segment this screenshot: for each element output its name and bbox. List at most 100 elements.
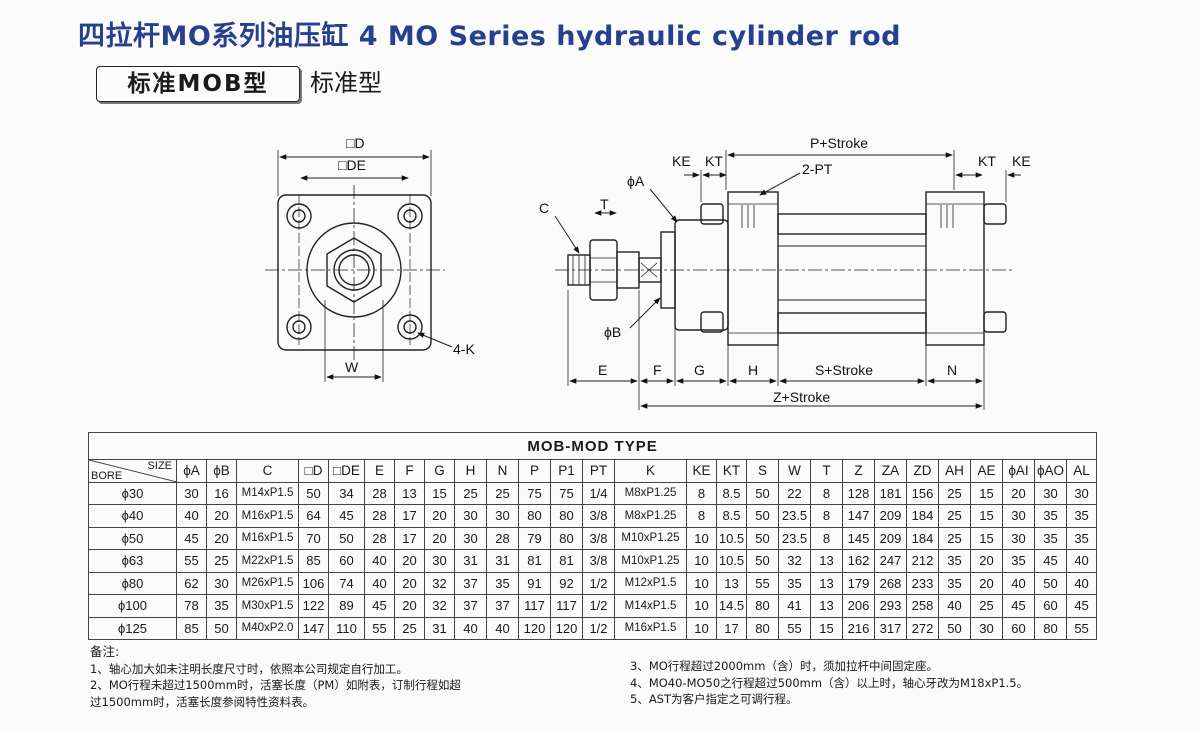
label-f: F [653, 362, 662, 378]
table-cell: 117 [550, 594, 583, 618]
table-cell: 212 [906, 549, 939, 573]
table-cell: 206 [842, 594, 875, 618]
note-item: 1、轴心加大如未注明长度尺寸时，依照本公司规定自行加工。 [90, 661, 408, 676]
front-flange [277, 194, 432, 351]
table-cell: 40 [364, 549, 395, 573]
table-cell: 50 [298, 481, 329, 505]
table-cell: 55 [364, 616, 395, 640]
table-cell: 247 [874, 549, 907, 573]
label-square-d: □D [346, 135, 365, 151]
column-header: H [454, 459, 487, 483]
table-cell: 45 [1002, 594, 1035, 618]
subtitle-model-type: 标准型 [310, 69, 382, 97]
table-cell: M8xP1.25 [614, 481, 687, 505]
table-cell: 128 [842, 481, 875, 505]
label-w: W [345, 359, 359, 375]
table-cell: 41 [778, 594, 811, 618]
table-cell: 15 [970, 481, 1003, 505]
column-header: T [810, 459, 843, 483]
bore-cell: ϕ80 [88, 571, 177, 595]
table-cell: 17 [716, 616, 747, 640]
table-cell: 80 [1034, 616, 1067, 640]
bore-cell: ϕ40 [88, 504, 177, 528]
table-cell: 162 [842, 549, 875, 573]
table-cell: 25 [454, 481, 487, 505]
table-cell: 45 [1065, 594, 1098, 618]
column-header: ϕAO [1034, 459, 1067, 483]
table-cell: 40 [1065, 549, 1098, 573]
table-cell: 55 [176, 549, 207, 573]
table-cell: 30 [1034, 481, 1067, 505]
table-cell: 64 [298, 504, 329, 528]
table-cell: 20 [970, 571, 1003, 595]
label-2-pt: 2-PT [802, 161, 833, 177]
label-g: G [694, 362, 705, 378]
table-cell: 20 [970, 549, 1003, 573]
notes-heading: 备注: [90, 644, 120, 659]
table-cell: 272 [906, 616, 939, 640]
bore-cell: ϕ125 [88, 616, 177, 640]
table-cell: 23.5 [778, 526, 811, 550]
table-cell: 50 [746, 526, 779, 550]
column-header: Z [842, 459, 875, 483]
table-cell: 10.5 [716, 526, 747, 550]
table-cell: 147 [842, 504, 875, 528]
column-header: P1 [550, 459, 583, 483]
table-cell: 25 [938, 481, 971, 505]
table-cell: 25 [938, 504, 971, 528]
table-cell: 145 [842, 526, 875, 550]
table-cell: 120 [518, 616, 551, 640]
table-cell: 3/8 [582, 526, 615, 550]
column-header: C [236, 459, 299, 483]
table-cell: 15 [970, 526, 1003, 550]
table-cell: 81 [550, 549, 583, 573]
table-cell: M10xP1.25 [614, 526, 687, 550]
column-header: N [486, 459, 519, 483]
table-cell: 35 [1065, 526, 1098, 550]
table-cell: 10.5 [716, 549, 747, 573]
table-cell: 31 [454, 549, 487, 573]
table-cell: 60 [1002, 616, 1035, 640]
column-header: E [364, 459, 395, 483]
column-header: ZA [874, 459, 907, 483]
table-cell: 1/2 [582, 571, 615, 595]
table-cell: 15 [424, 481, 455, 505]
table-cell: 45 [328, 504, 365, 528]
table-cell: 20 [394, 594, 425, 618]
label-e: E [598, 362, 607, 378]
table-cell: M12xP1.5 [614, 571, 687, 595]
table-cell: 13 [810, 549, 843, 573]
table-cell: 37 [454, 571, 487, 595]
label-phi-a: ϕA [627, 173, 645, 189]
label-z-stroke: Z+Stroke [773, 389, 830, 405]
table-cell: 35 [938, 571, 971, 595]
table-cell: 184 [906, 504, 939, 528]
table-cell: 50 [746, 504, 779, 528]
table-cell: M10xP1.25 [614, 549, 687, 573]
table-cell: 40 [1002, 571, 1035, 595]
table-cell: M26xP1.5 [236, 571, 299, 595]
table-cell: 40 [1065, 571, 1098, 595]
table-cell: 35 [206, 594, 237, 618]
table-cell: M30xP1.5 [236, 594, 299, 618]
table-cell: 40 [176, 504, 207, 528]
table-cell: 30 [1065, 481, 1098, 505]
column-header: AH [938, 459, 971, 483]
table-cell: 74 [328, 571, 365, 595]
table-cell: 35 [938, 549, 971, 573]
table-cell: 13 [716, 571, 747, 595]
label-square-de: □DE [338, 157, 366, 173]
column-header: P [518, 459, 551, 483]
table-cell: 28 [486, 526, 519, 550]
table-cell: 78 [176, 594, 207, 618]
column-header: F [394, 459, 425, 483]
table-cell: 15 [970, 504, 1003, 528]
table-cell: 35 [1002, 549, 1035, 573]
table-cell: 30 [424, 549, 455, 573]
table-cell: 79 [518, 526, 551, 550]
table-cell: 20 [394, 549, 425, 573]
table-cell: 258 [906, 594, 939, 618]
side-view [554, 150, 1021, 410]
table-cell: 75 [550, 481, 583, 505]
